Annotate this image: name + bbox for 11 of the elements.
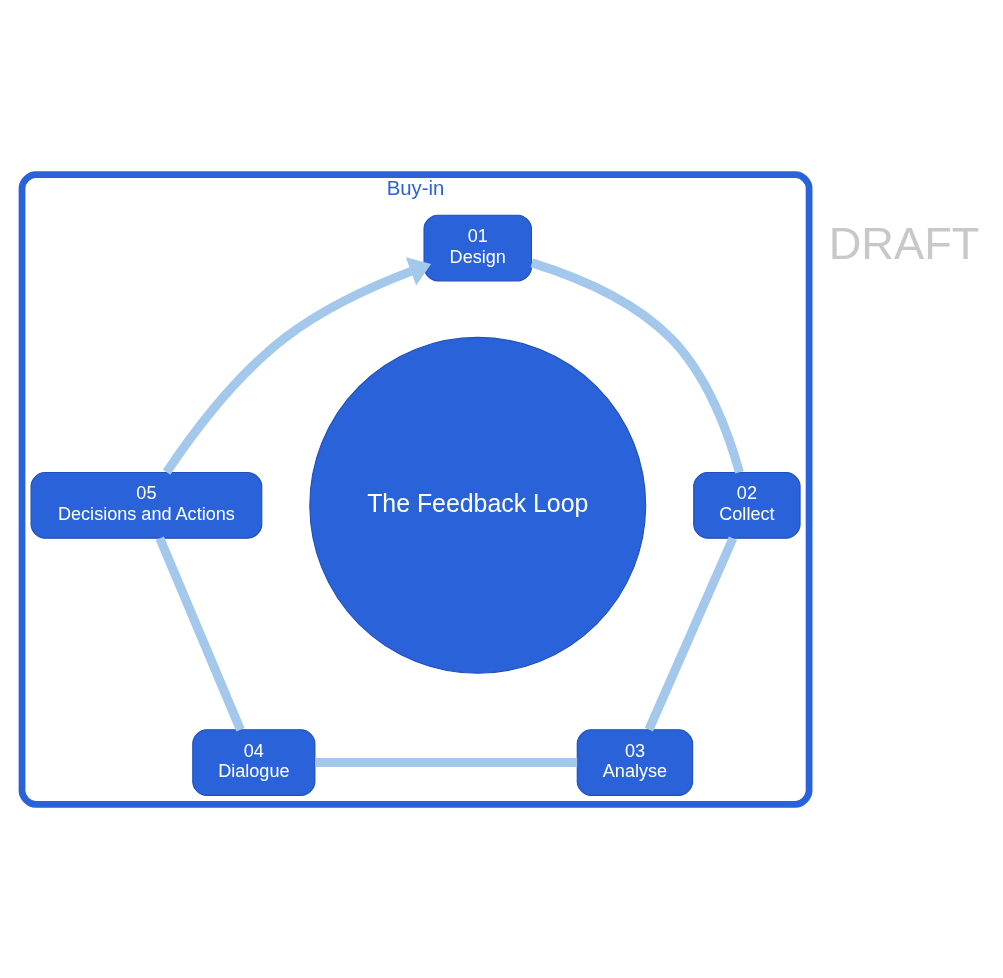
arrow [162, 256, 432, 475]
connector [644, 535, 738, 731]
connector [315, 757, 578, 767]
connector [155, 536, 245, 731]
node-circle: The Feedback Loop [309, 336, 647, 674]
node-box: 01 Design [423, 214, 533, 281]
connector [530, 258, 744, 474]
node-box: 04 Dialogue [192, 728, 316, 796]
node-box: 02 Collect [693, 471, 801, 539]
node-box: 05 Decisions and Actions [30, 471, 263, 539]
node-box: 03 Analyse [576, 728, 694, 796]
